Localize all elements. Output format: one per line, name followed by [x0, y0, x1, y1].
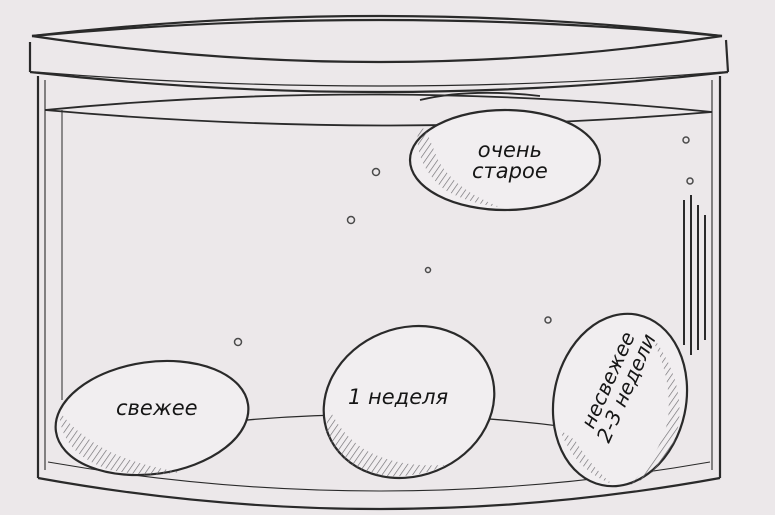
egg-fresh [54, 359, 250, 477]
label-fresh: свежее [116, 396, 198, 420]
label-one-week: 1 неделя [348, 385, 449, 409]
label-very-old-line1: очень [477, 138, 543, 162]
egg-stale [551, 312, 689, 488]
label-very-old: очень старое [472, 140, 548, 182]
jar-rim [28, 14, 730, 94]
water-surface [44, 93, 713, 127]
egg-one-week [322, 324, 496, 480]
egg-very-old [408, 91, 602, 212]
label-very-old-line2: старое [472, 159, 548, 183]
glass-reflection [61, 110, 706, 400]
air-bubbles [233, 136, 694, 347]
